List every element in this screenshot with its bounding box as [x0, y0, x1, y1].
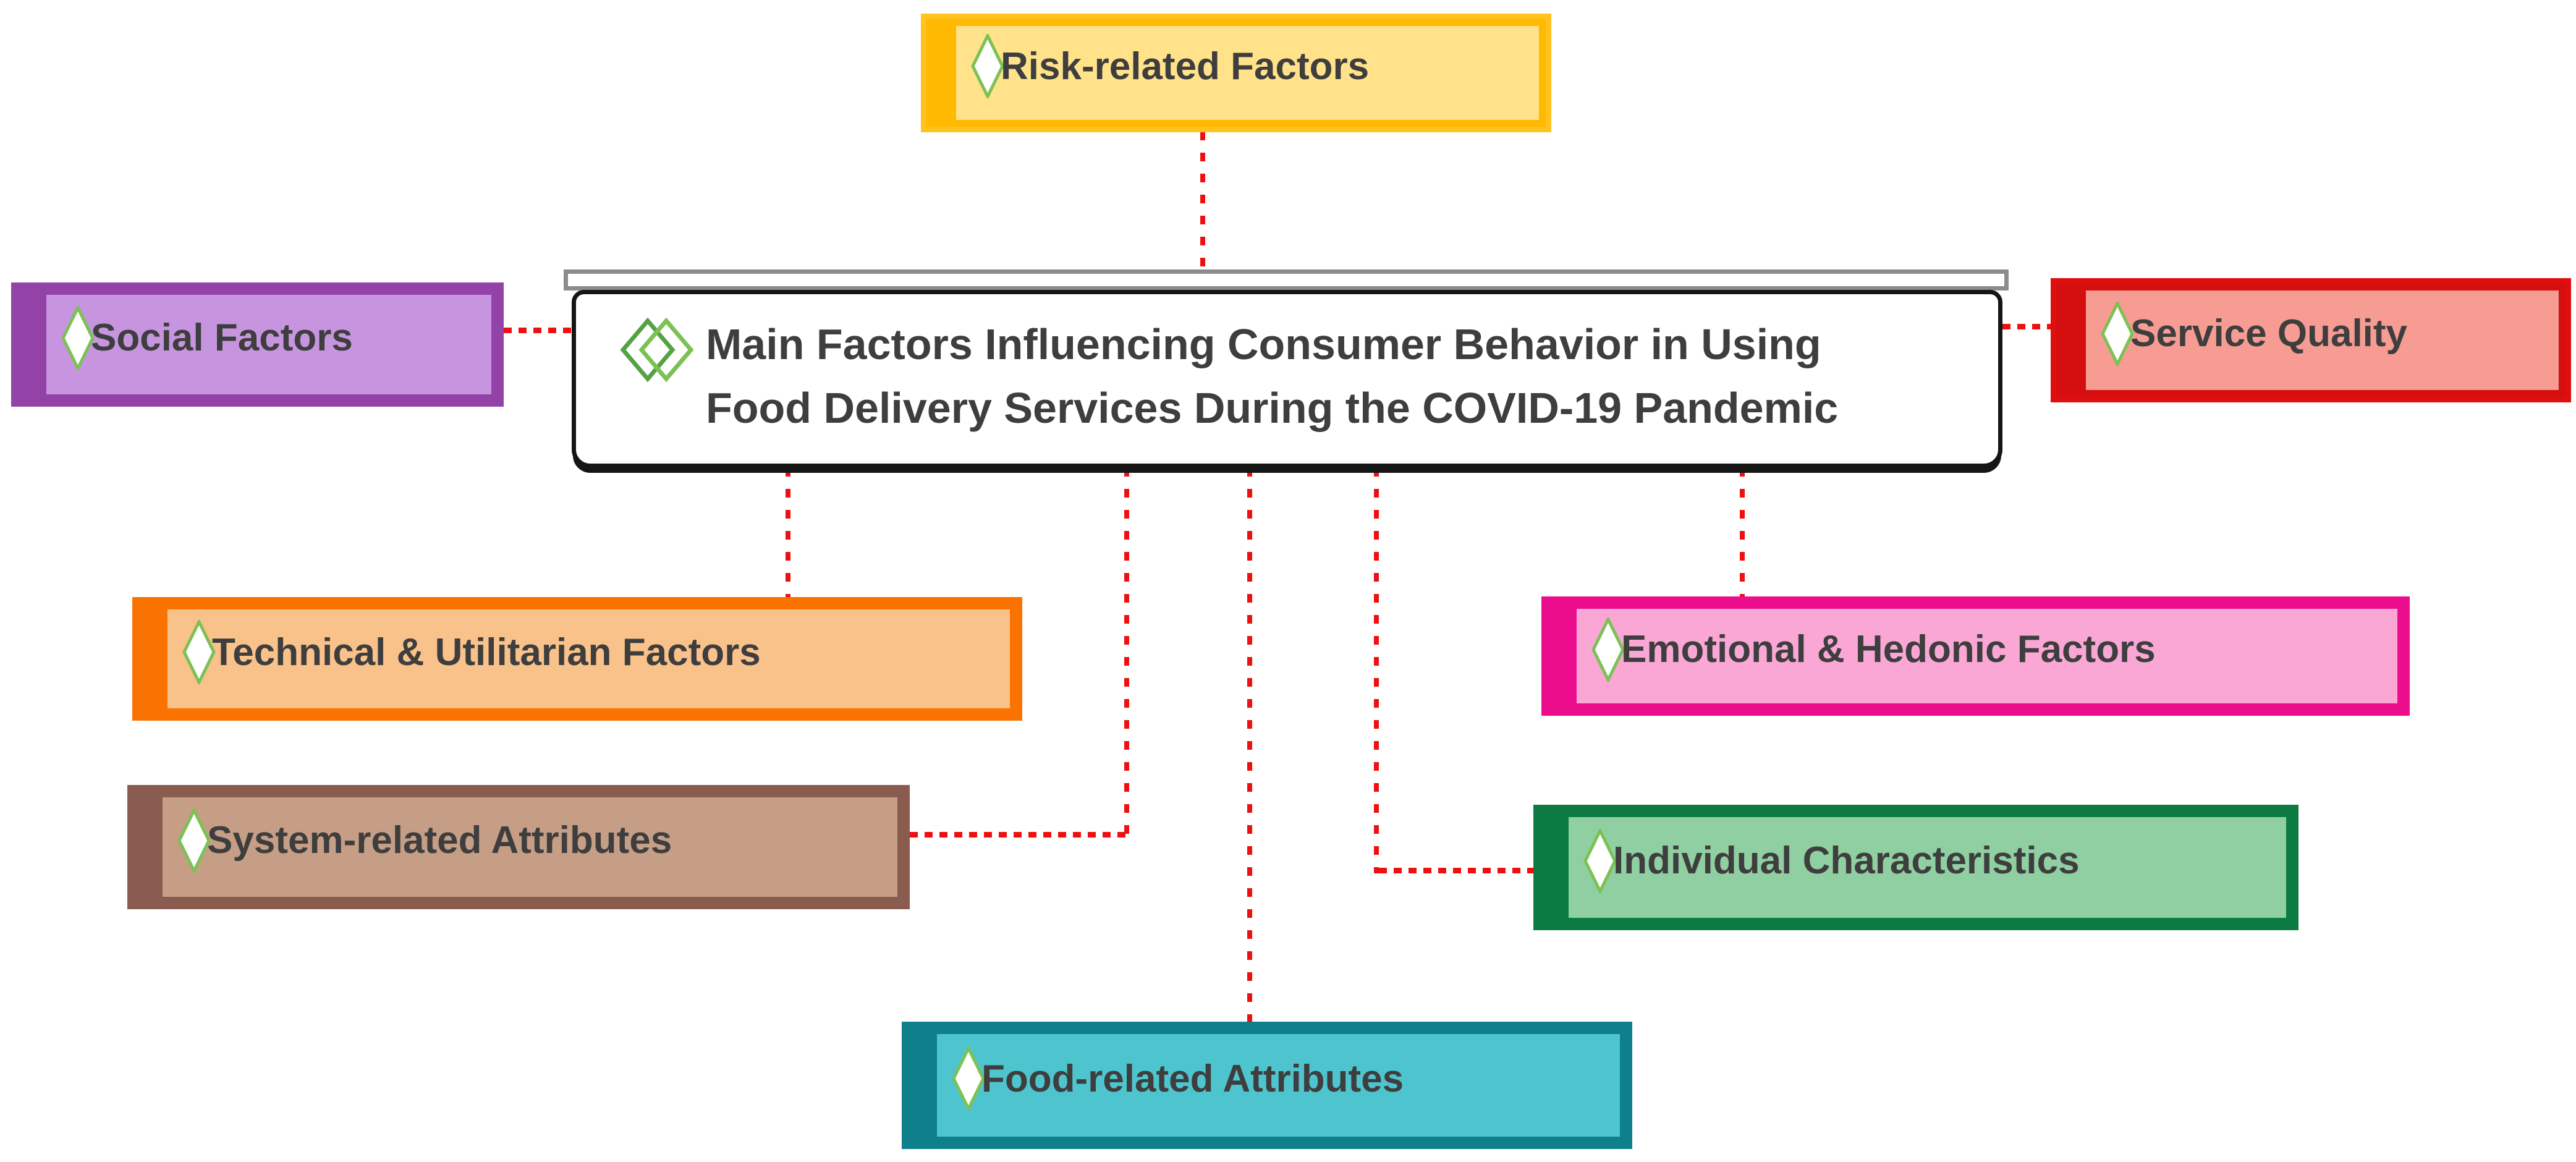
topic-fill: Emotional & Hedonic Factors — [1577, 609, 2397, 703]
topic-fill: Risk-related Factors — [956, 26, 1539, 120]
double-diamond-icon — [619, 316, 695, 383]
topic-fill: Social Factors — [46, 295, 491, 394]
connector-center-to-food — [1247, 468, 1252, 1022]
topic-social-factors[interactable]: Social Factors — [11, 282, 504, 407]
diamond-icon — [1583, 828, 1617, 893]
topic-food-related-attributes[interactable]: Food-related Attributes — [902, 1022, 1632, 1149]
topic-fill: Food-related Attributes — [937, 1034, 1620, 1137]
connector-center-to-technical — [786, 468, 790, 597]
topic-individual-characteristics[interactable]: Individual Characteristics — [1533, 805, 2298, 930]
connector-center-to-service — [2002, 324, 2051, 329]
diamond-icon — [971, 34, 1004, 98]
diamond-icon — [952, 1046, 985, 1111]
topic-label: Individual Characteristics — [1613, 839, 2080, 882]
diamond-shape — [2101, 301, 2134, 366]
topic-service-quality[interactable]: Service Quality — [2051, 278, 2571, 402]
diamond-icon — [182, 620, 216, 684]
central-topic-line2: Food Delivery Services During the COVID-… — [706, 384, 1839, 432]
diamond-right — [638, 317, 694, 383]
topic-label: Social Factors — [91, 316, 353, 359]
topic-fill: Service Quality — [2086, 290, 2559, 390]
topic-label: Service Quality — [2130, 312, 2408, 355]
topic-system-related-attributes[interactable]: System-related Attributes — [127, 785, 910, 909]
topic-label: Food-related Attributes — [981, 1057, 1404, 1100]
topic-risk-related-factors[interactable]: Risk-related Factors — [921, 14, 1551, 132]
connector-center-to-risk — [1200, 132, 1205, 269]
connector-center-to-emotional — [1740, 468, 1745, 596]
connector-center-to-social — [504, 328, 572, 333]
diamond-icon — [177, 808, 211, 873]
double-diamond-shape — [620, 317, 694, 383]
diamond-icon — [61, 305, 95, 370]
diamond-icon — [1591, 617, 1625, 682]
topic-label: Risk-related Factors — [1001, 45, 1370, 88]
diamond-left — [620, 317, 676, 383]
topic-fill: Technical & Utilitarian Factors — [167, 609, 1010, 708]
diamond-shape — [952, 1046, 985, 1111]
topic-label: Emotional & Hedonic Factors — [1621, 628, 2156, 671]
topic-technical-utilitarian-factors[interactable]: Technical & Utilitarian Factors — [132, 597, 1022, 721]
connector-center-to-system-horizontal — [910, 832, 1129, 838]
topic-label: Technical & Utilitarian Factors — [212, 630, 761, 674]
connector-center-to-individual-vertical — [1374, 468, 1379, 873]
topic-fill: System-related Attributes — [163, 797, 897, 897]
diamond-shape — [61, 305, 95, 370]
diamond-shape — [177, 808, 211, 873]
collapsed-summary-bar — [564, 269, 2009, 290]
central-topic-label: Main Factors Influencing Consumer Behavi… — [706, 313, 1838, 440]
topic-emotional-hedonic-factors[interactable]: Emotional & Hedonic Factors — [1541, 596, 2410, 716]
central-topic-line1: Main Factors Influencing Consumer Behavi… — [706, 320, 1821, 368]
diamond-shape — [1591, 617, 1625, 682]
central-topic[interactable]: Main Factors Influencing Consumer Behavi… — [572, 290, 2002, 468]
topic-fill: Individual Characteristics — [1569, 817, 2286, 918]
connector-center-to-individual-horizontal — [1379, 868, 1533, 873]
diamond-icon — [2101, 301, 2134, 366]
diamond-shape — [971, 34, 1004, 98]
topic-label: System-related Attributes — [207, 819, 672, 862]
diamond-shape — [1583, 828, 1617, 893]
diamond-shape — [182, 620, 216, 684]
connector-center-to-system-vertical — [1124, 468, 1129, 838]
